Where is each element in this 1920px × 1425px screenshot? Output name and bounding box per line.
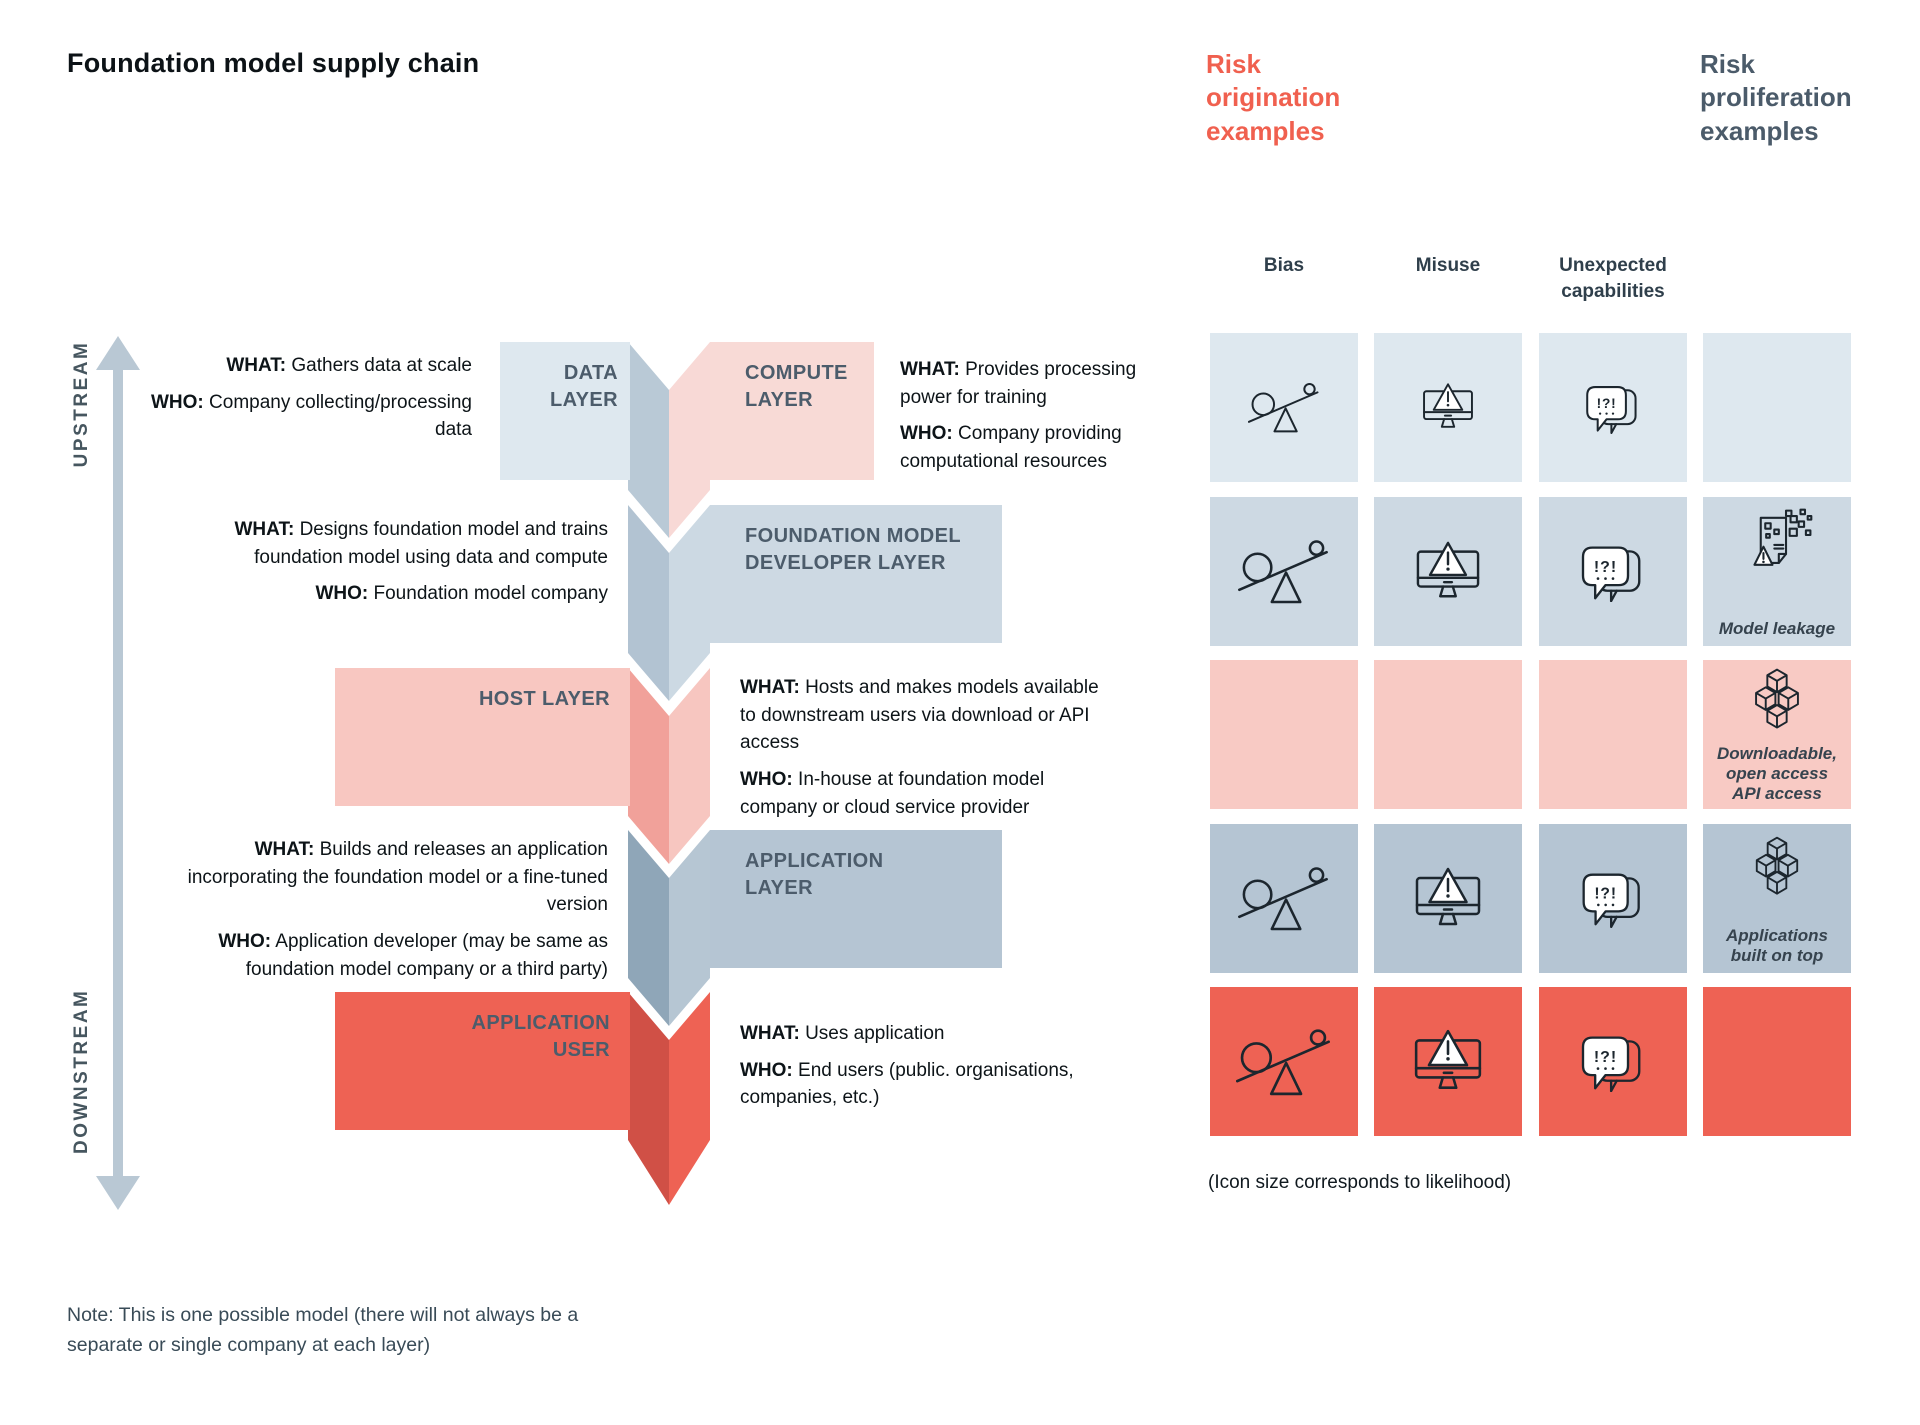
- monitor-warning-icon: [1411, 1028, 1485, 1096]
- speech-bubbles-icon: [1579, 542, 1647, 602]
- application-layer-description: WHAT: Builds and releases an application…: [187, 839, 608, 980]
- speech-bubbles-icon: [1580, 869, 1646, 928]
- risk-cell-row3-misuse: [1374, 660, 1522, 809]
- downstream-label: DOWNSTREAM: [71, 988, 92, 1154]
- upstream-label: UPSTREAM: [71, 340, 92, 468]
- data-layer-box: DATA LAYER: [500, 342, 630, 480]
- downloadable-open-access-label: Downloadable, open access API access: [1717, 743, 1837, 803]
- risk-cell-row2-model-leakage: Model leakage: [1703, 497, 1851, 646]
- risk-cell-row3-unexpected: [1539, 660, 1687, 809]
- balance-scale-icon: [1238, 539, 1330, 604]
- risk-cell-row5-unexpected: [1539, 987, 1687, 1136]
- risk-cell-row1-bias: [1210, 333, 1358, 482]
- balance-scale-icon: [1248, 382, 1320, 433]
- compute-layer-label: COMPUTE LAYER: [745, 362, 848, 411]
- risk-cell-row3-bias: [1210, 660, 1358, 809]
- risk-cell-row4-unexpected: [1539, 824, 1687, 973]
- model-leakage-label: Model leakage: [1718, 618, 1836, 638]
- risk-cell-row5-bias: [1210, 987, 1358, 1136]
- risk-cell-row1-proliferation: [1703, 333, 1851, 482]
- risk-cell-row2-bias: [1210, 497, 1358, 646]
- page-title: Foundation model supply chain: [67, 48, 480, 78]
- risk-proliferation-heading: Risk proliferation examples: [1700, 49, 1852, 146]
- application-user-description: WHAT: Uses application WHO: End users (p…: [740, 1023, 1074, 1109]
- foundation-model-developer-layer-box: FOUNDATION MODEL DEVELOPER LAYER: [710, 505, 1002, 643]
- risk-origination-heading: Risk origination examples: [1206, 49, 1341, 146]
- stacked-cubes-icon: [1749, 836, 1805, 900]
- host-layer-label: HOST LAYER: [478, 688, 610, 710]
- column-header-bias: Bias: [1263, 255, 1305, 276]
- application-user-label: APPLICATION USER: [471, 1012, 610, 1061]
- footnote: Note: This is one possible model (there …: [67, 1304, 579, 1357]
- risk-cell-row4-misuse: [1374, 824, 1522, 973]
- data-layer-description: WHAT: Gathers data at scale WHO: Company…: [150, 355, 472, 441]
- icon-size-caption: (Icon size corresponds to likelihood): [1208, 1172, 1512, 1193]
- compute-layer-description: WHAT: Provides processing power for trai…: [900, 359, 1137, 473]
- risk-cell-row1-misuse: [1374, 333, 1522, 482]
- risk-cell-row4-bias: [1210, 824, 1358, 973]
- data-layer-label: DATA LAYER: [550, 362, 618, 411]
- monitor-warning-icon: [1413, 540, 1483, 604]
- monitor-warning-icon: [1412, 866, 1484, 932]
- applications-built-on-top-label: Applications built on top: [1725, 925, 1828, 965]
- balance-scale-icon: [1236, 1028, 1332, 1096]
- application-layer-box: APPLICATION LAYER: [710, 830, 1002, 968]
- column-header-unexpected-capabilities: Unexpected capabilities: [1559, 255, 1667, 302]
- risk-cell-row4-applications-built: Applications built on top: [1703, 824, 1851, 973]
- risk-cell-row5-misuse: [1374, 987, 1522, 1136]
- compute-layer-box: COMPUTE LAYER: [710, 342, 874, 480]
- column-header-misuse: Misuse: [1415, 255, 1481, 276]
- risk-cell-row2-unexpected: [1539, 497, 1687, 646]
- risk-cell-row3-downloadable: Downloadable, open access API access: [1703, 660, 1851, 809]
- upstream-downstream-arrow: [96, 336, 140, 1210]
- ribbon-segment-data-compute: [628, 342, 710, 538]
- model-leakage-icon: [1739, 507, 1815, 572]
- application-user-box: APPLICATION USER: [335, 992, 630, 1130]
- host-layer-description: WHAT: Hosts and makes models available t…: [740, 677, 1099, 818]
- foundation-layer-description: WHAT: Designs foundation model and train…: [234, 519, 609, 605]
- application-layer-label: APPLICATION LAYER: [745, 850, 884, 899]
- stacked-cubes-icon: [1748, 668, 1806, 734]
- risk-cell-row1-unexpected: [1539, 333, 1687, 482]
- speech-bubbles-icon: [1584, 382, 1642, 434]
- foundation-model-developer-layer-label: FOUNDATION MODEL DEVELOPER LAYER: [745, 525, 962, 574]
- risk-cell-row5-proliferation: [1703, 987, 1851, 1136]
- risk-cell-row2-misuse: [1374, 497, 1522, 646]
- monitor-warning-icon: [1420, 382, 1476, 433]
- speech-bubbles-icon: [1579, 1032, 1647, 1092]
- host-layer-box: HOST LAYER: [335, 668, 630, 806]
- balance-scale-icon: [1238, 866, 1330, 931]
